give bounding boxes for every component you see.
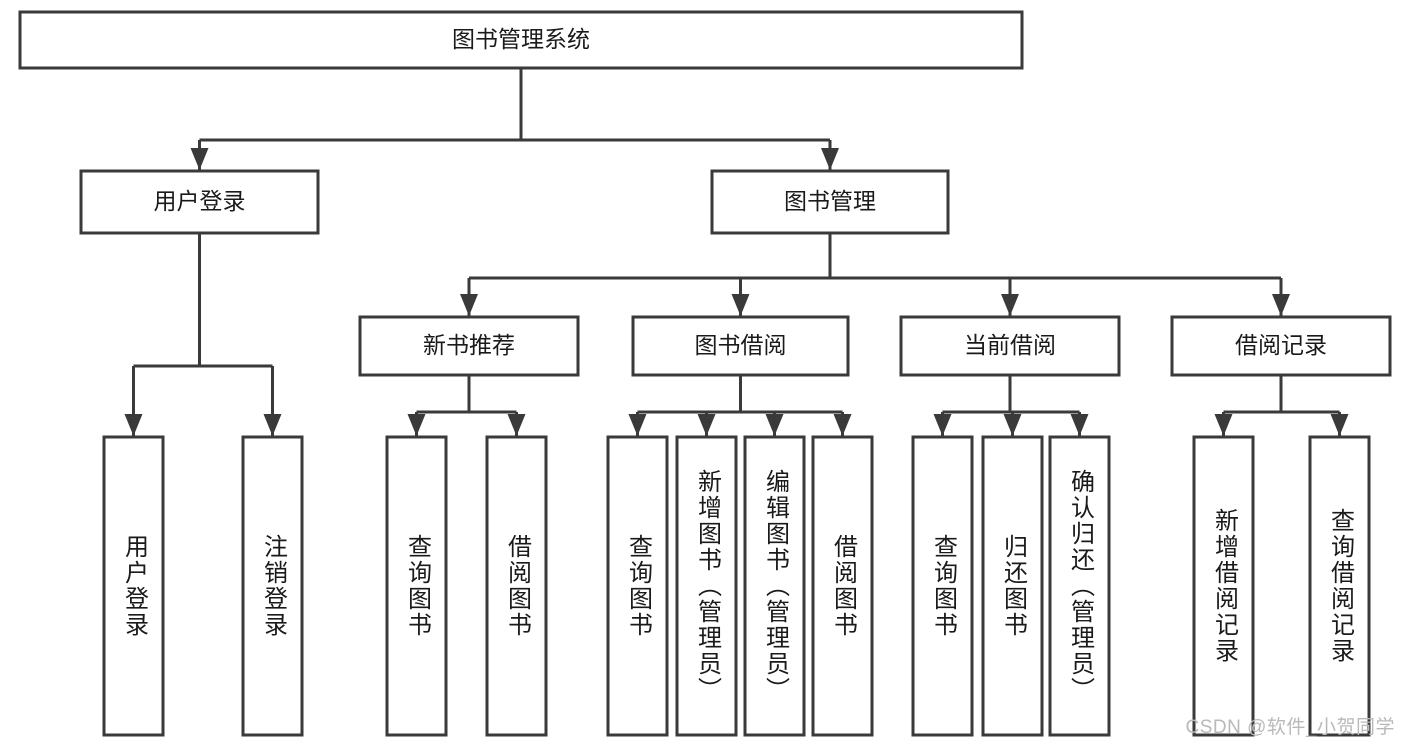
node-label-l3-3: 借阅记录 [1235, 332, 1327, 358]
node-box-leaf-0[interactable] [102, 435, 165, 737]
node-label-l3-1: 图书借阅 [695, 332, 787, 358]
node-box-leaf-6[interactable] [743, 435, 806, 737]
node-box-leaf-10[interactable] [1048, 435, 1111, 737]
arrow-head-icon-leaf-1 [263, 414, 282, 436]
arrow-head-icon-leaf-12 [1330, 414, 1349, 436]
connector-layer [124, 68, 1349, 436]
node-box-l2-1[interactable] [710, 169, 950, 235]
node-box-leaf-12[interactable] [1308, 435, 1371, 737]
arrow-head-icon-leaf-4 [628, 414, 647, 436]
node-box-leaf-1[interactable] [241, 435, 304, 737]
node-box-leaf-9[interactable] [981, 435, 1044, 737]
node-label-l3-2: 当前借阅 [964, 332, 1056, 358]
node-box-leaf-2[interactable] [385, 435, 448, 737]
arrow-head-icon-root-to-l2-1 [821, 148, 839, 170]
watermark: CSDN @软件_小贺同学 [1185, 717, 1395, 738]
arrow-head-icon-leaf-0 [124, 414, 143, 436]
node-box-l3-1[interactable] [631, 315, 850, 377]
arrow-head-icon-l3-0 [460, 294, 478, 316]
arrow-head-icon-leaf-9 [1003, 414, 1022, 436]
node-box-root[interactable] [18, 10, 1024, 70]
arrow-head-icon-leaf-7 [833, 414, 852, 436]
arrow-head-icon-leaf-6 [765, 414, 784, 436]
node-box-l3-2[interactable] [899, 315, 1121, 377]
arrow-head-icon-leaf-8 [933, 414, 952, 436]
arrow-head-icon-leaf-5 [697, 414, 716, 436]
node-box-leaf-11[interactable] [1192, 435, 1255, 737]
node-box-l3-0[interactable] [358, 315, 580, 377]
node-box-l3-3[interactable] [1170, 315, 1392, 377]
arrow-head-icon-l3-3 [1272, 294, 1290, 316]
box-layer [18, 10, 1392, 737]
node-box-leaf-4[interactable] [606, 435, 669, 737]
arrow-head-icon-root-to-l2-0 [190, 148, 209, 170]
node-box-l2-0[interactable] [79, 169, 320, 235]
node-box-leaf-8[interactable] [911, 435, 974, 737]
arrow-head-icon-l3-1 [731, 294, 750, 316]
node-box-leaf-5[interactable] [675, 435, 738, 737]
node-box-leaf-7[interactable] [811, 435, 874, 737]
node-label-l2-1: 图书管理 [784, 188, 876, 214]
arrow-head-icon-leaf-10 [1070, 414, 1089, 436]
node-label-l3-0: 新书推荐 [423, 332, 515, 358]
node-label-l2-0: 用户登录 [154, 188, 246, 214]
node-box-leaf-3[interactable] [485, 435, 548, 737]
arrow-head-icon-leaf-2 [407, 414, 426, 436]
node-label-root: 图书管理系统 [452, 26, 590, 52]
arrow-head-icon-l3-2 [1001, 294, 1019, 316]
arrow-head-icon-leaf-11 [1214, 414, 1233, 436]
arrow-head-icon-leaf-3 [507, 414, 526, 436]
